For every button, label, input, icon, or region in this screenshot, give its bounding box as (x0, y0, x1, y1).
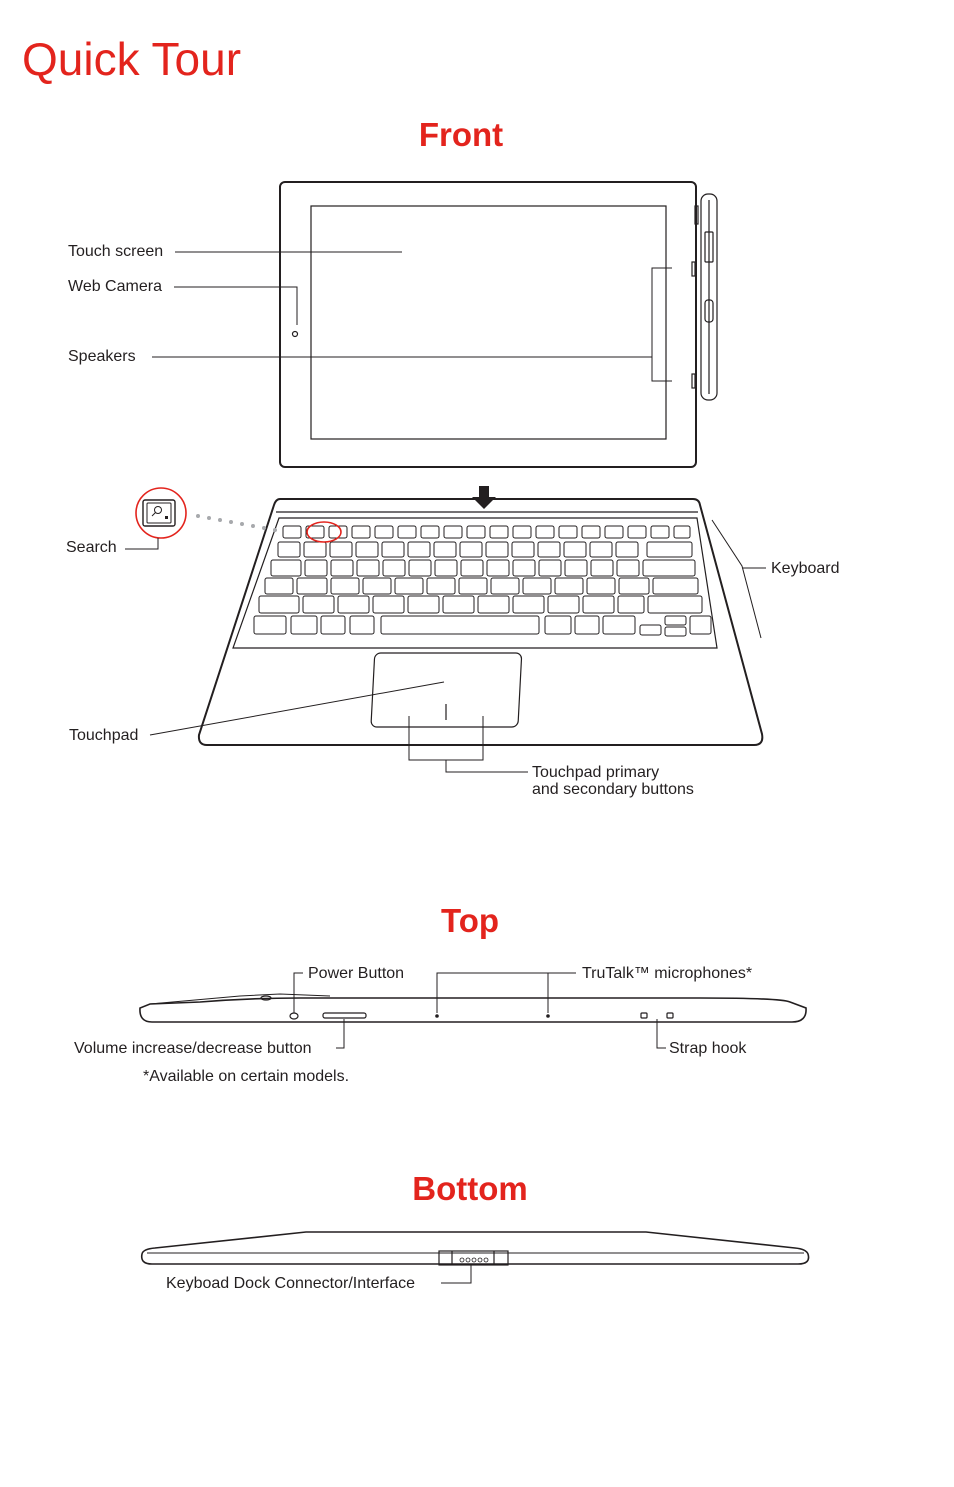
key-row-6 (253, 615, 712, 637)
stylus (700, 193, 718, 401)
label-volume-button: Volume increase/decrease button (74, 1040, 312, 1057)
label-microphones: TruTalk™ microphones* (582, 965, 753, 982)
search-icon (142, 499, 176, 527)
webcam-icon (291, 330, 299, 338)
label-speakers: Speakers (68, 348, 136, 365)
label-dock-connector: Keyboad Dock Connector/Interface (166, 1275, 416, 1292)
search-callout-dots (196, 514, 277, 532)
tablet-front (279, 181, 718, 468)
front-heading: Front (418, 116, 504, 153)
label-power-button: Power Button (308, 965, 405, 982)
label-web-camera: Web Camera (68, 278, 162, 295)
top-heading: Top (440, 902, 500, 939)
bottom-heading: Bottom (412, 1170, 528, 1207)
tablet-top-view (139, 972, 807, 1049)
down-arrow-icon (472, 486, 496, 509)
key-row-3 (270, 559, 696, 577)
page-title: Quick Tour (22, 33, 242, 85)
label-search: Search (66, 539, 117, 556)
label-touchpad-buttons-line2: and secondary buttons (532, 781, 694, 798)
key-row-5 (258, 595, 703, 614)
key-row-2 (277, 541, 693, 558)
label-touchpad: Touchpad (69, 727, 139, 744)
key-row-4 (264, 577, 699, 595)
dock-pins (459, 1257, 489, 1263)
label-keyboard: Keyboard (771, 560, 840, 577)
key-row-1 (282, 525, 691, 539)
keyboard-dock (197, 498, 764, 746)
footnote: *Available on certain models. (143, 1068, 350, 1085)
tablet-bottom-view (140, 1231, 810, 1284)
label-touchpad-buttons-line1: Touchpad primary (532, 764, 660, 781)
label-strap-hook: Strap hook (669, 1040, 747, 1057)
label-touch-screen: Touch screen (68, 243, 164, 260)
